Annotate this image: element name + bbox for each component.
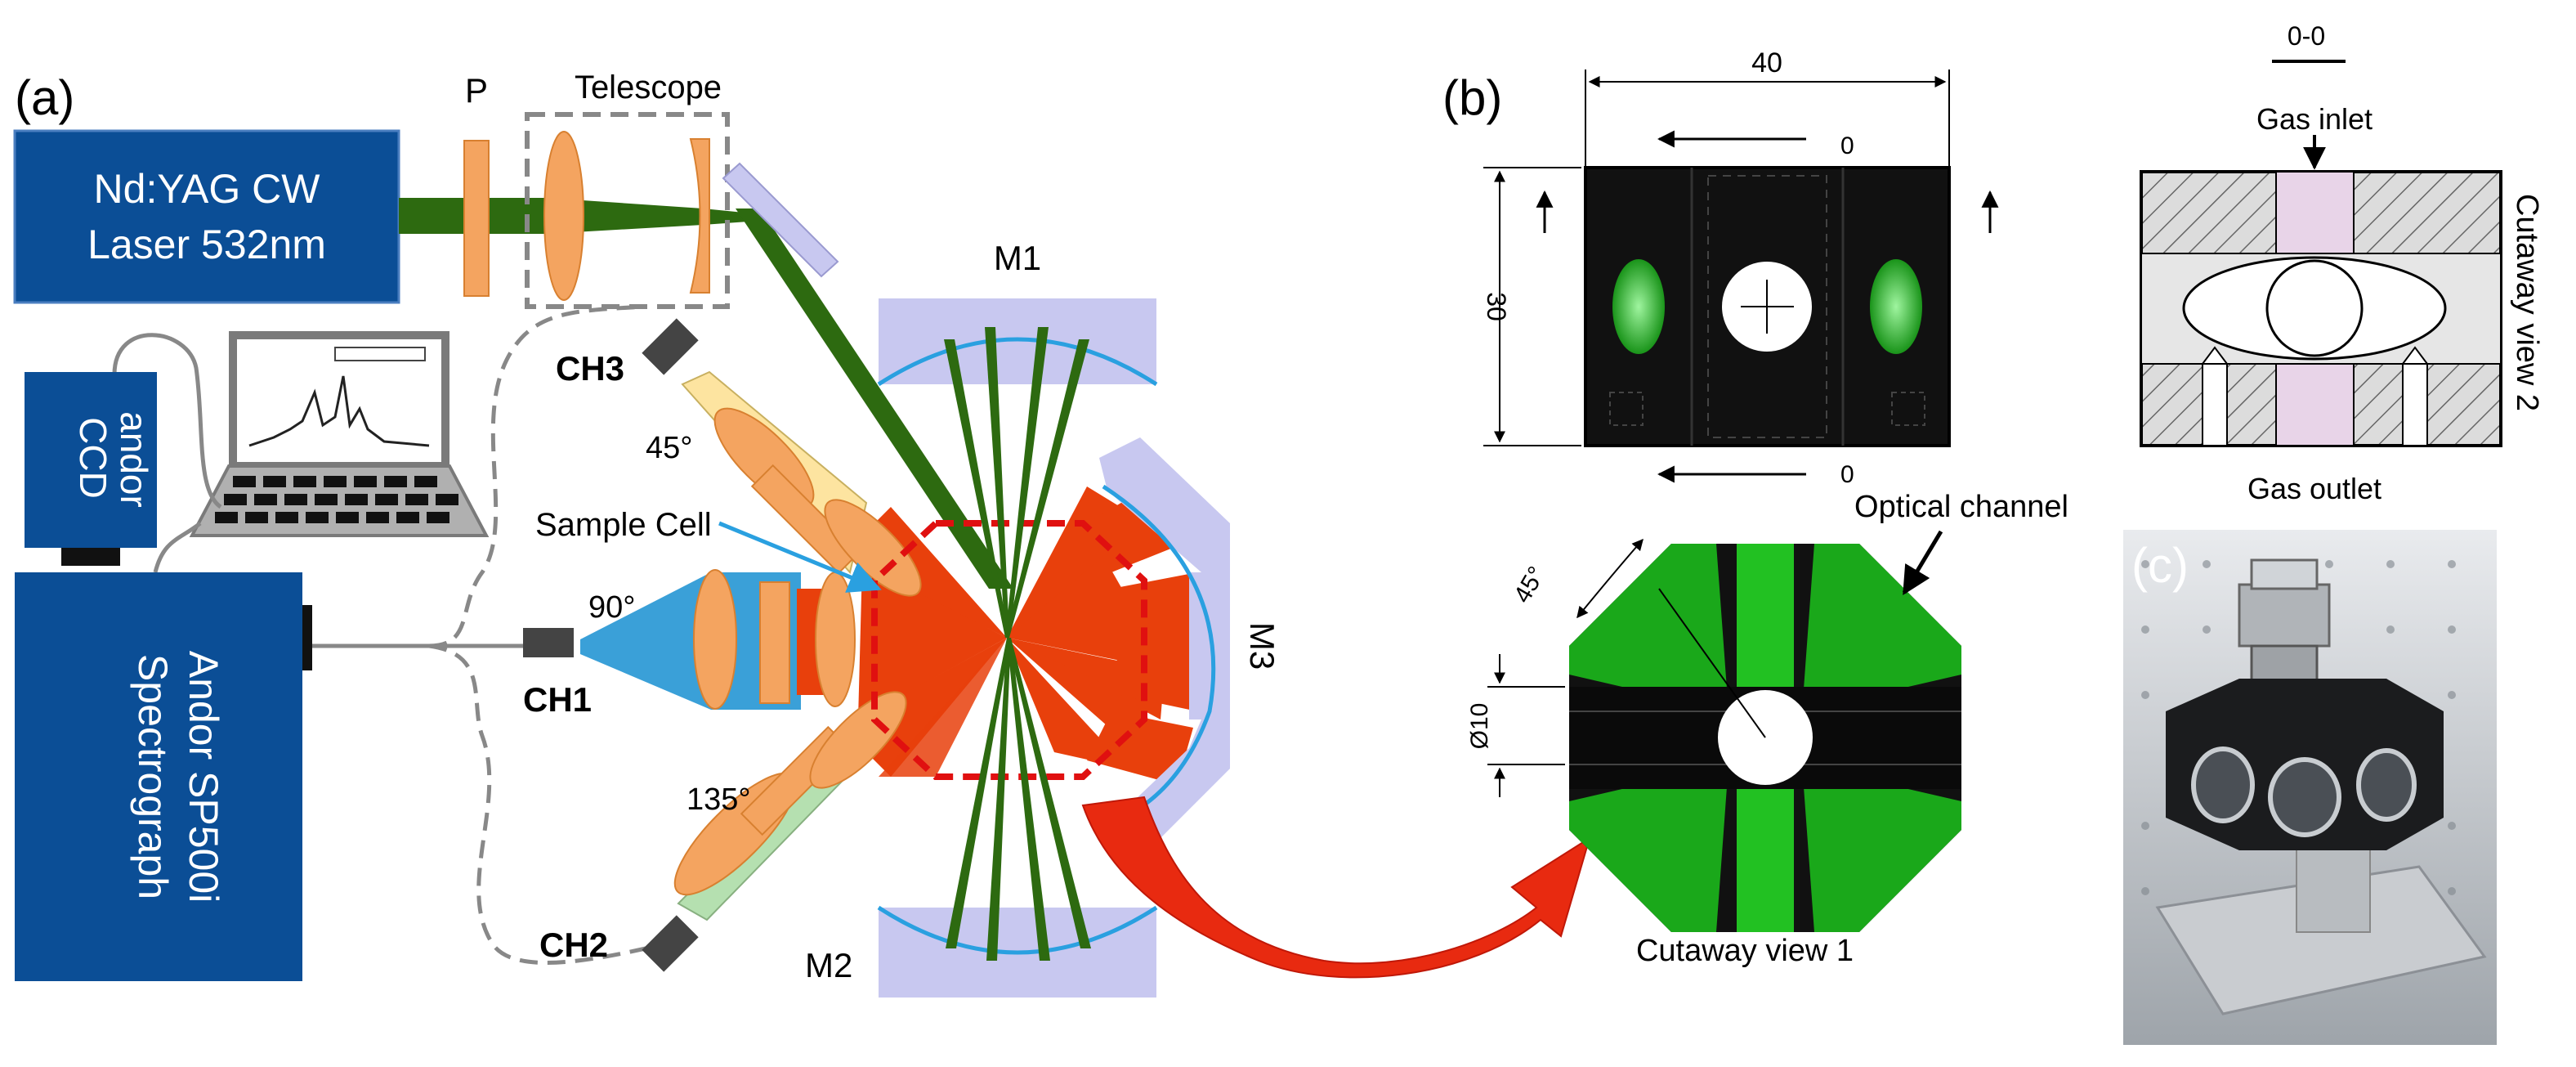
laser-box: Nd:YAG CW Laser 532nm bbox=[13, 129, 400, 304]
gas-inlet-label: Gas inlet bbox=[2256, 102, 2373, 136]
ccd-label-line2: andor bbox=[113, 411, 155, 508]
optical-channel-label: Optical channel bbox=[1854, 490, 2068, 524]
channel-ch1-optics bbox=[580, 569, 856, 710]
fiber-bundle bbox=[312, 304, 646, 965]
section-title: 0-0 bbox=[2288, 21, 2325, 51]
polarizer bbox=[463, 140, 490, 297]
panel-label-a: (a) bbox=[15, 70, 74, 125]
cutaway-view-2: 0-0 Gas inlet Gas outlet Cutaway view 2 bbox=[2140, 21, 2544, 505]
detector-icon bbox=[523, 628, 574, 657]
curved-arrow-icon bbox=[1081, 796, 1591, 979]
panel-c-photo: (c) bbox=[2123, 530, 2497, 1045]
cable-spectrograph-laptop bbox=[153, 522, 202, 573]
panel-label-c: (c) bbox=[2131, 538, 2189, 593]
black-arrow-icon bbox=[1902, 530, 1943, 596]
steering-mirror bbox=[722, 162, 839, 278]
detector-icon bbox=[642, 318, 699, 375]
sample-cell-label: Sample Cell bbox=[535, 507, 712, 543]
height-dimension: 30 bbox=[1482, 292, 1511, 321]
channel-ch1-label: CH1 bbox=[523, 680, 592, 719]
mirror-m1-label: M1 bbox=[994, 239, 1041, 277]
mirror-m2: M2 bbox=[805, 905, 1158, 998]
cable-ccd-laptop bbox=[112, 333, 222, 509]
spectrograph-label-line1: Spectrograph bbox=[130, 654, 176, 899]
telescope-label: Telescope bbox=[575, 69, 722, 105]
cutaway-view-2-label: Cutaway view 2 bbox=[2510, 194, 2544, 411]
width-dimension: 40 bbox=[1751, 47, 1782, 78]
sample-cell-pointer bbox=[718, 521, 882, 593]
laser-label-line2: Laser 532nm bbox=[87, 222, 326, 267]
channel-ch2-label: CH2 bbox=[539, 926, 608, 964]
ccd-label-line1: CCD bbox=[72, 417, 114, 499]
telescope-lens-1 bbox=[543, 131, 584, 301]
mirror-m1: M1 bbox=[877, 239, 1158, 387]
section-mark-top: 0 bbox=[1840, 132, 1854, 159]
telescope-frame bbox=[525, 112, 730, 309]
polarizer-label: P bbox=[465, 71, 488, 110]
detector-icon bbox=[642, 915, 699, 972]
channel-ch3-angle: 45° bbox=[646, 431, 692, 465]
cutaway-view-1: 45° Ø10 Optical channel Cutaway view 1 bbox=[1466, 490, 2068, 968]
telescope-lens-2 bbox=[689, 138, 710, 294]
mirror-m2-label: M2 bbox=[805, 946, 852, 984]
spectrograph-label-line2: Andor SP500i bbox=[181, 651, 226, 903]
channel-ch3-optics bbox=[681, 370, 922, 597]
channel-ch1-angle: 90° bbox=[588, 590, 635, 625]
laptop-icon bbox=[189, 331, 490, 537]
channel-ch2-angle: 135° bbox=[686, 782, 751, 817]
mirror-m3-label: M3 bbox=[1243, 622, 1281, 670]
spectrograph-box: Spectrograph Andor SP500i bbox=[15, 572, 312, 981]
sample-cell-outline bbox=[871, 520, 1147, 780]
gas-outlet-label: Gas outlet bbox=[2247, 472, 2381, 505]
channel-ch3-label: CH3 bbox=[556, 349, 624, 388]
cell-top-drawing: 40 30 0 0 bbox=[1482, 47, 1999, 488]
channel-ch2-optics bbox=[673, 691, 907, 921]
laser-label-line1: Nd:YAG CW bbox=[94, 166, 321, 212]
multipass-beams bbox=[944, 327, 1091, 961]
ccd-box: CCD andor bbox=[25, 372, 157, 566]
cutaway-view-1-label: Cutaway view 1 bbox=[1636, 934, 1854, 968]
panel-label-b: (b) bbox=[1442, 70, 1502, 125]
angle-45-label: 45° bbox=[1509, 562, 1550, 607]
section-mark-bottom: 0 bbox=[1840, 461, 1854, 488]
diameter-label: Ø10 bbox=[1466, 703, 1493, 750]
